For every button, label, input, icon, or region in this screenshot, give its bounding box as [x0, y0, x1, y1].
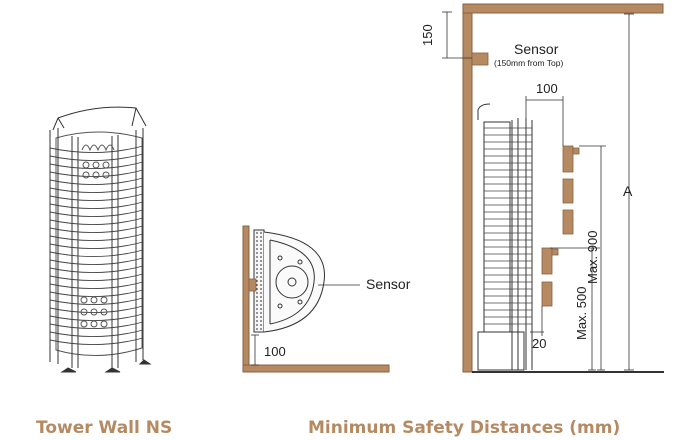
label-dim-a: A	[623, 183, 633, 199]
heater-elements-top	[81, 144, 115, 179]
label-dim-100-side: 100	[264, 344, 286, 359]
side-sensor	[471, 52, 489, 66]
heater-elements-bottom	[80, 296, 108, 328]
plan-wall-horizontal	[242, 364, 390, 373]
label-dim-max500: Max. 500	[574, 287, 589, 340]
caption-product: Tower Wall NS	[36, 418, 173, 438]
label-dim-20: 20	[532, 336, 546, 351]
plan-view	[242, 225, 390, 373]
wood-markers	[541, 145, 580, 307]
label-dim-100-top: 100	[536, 81, 558, 96]
label-sensor-plan: Sensor	[366, 276, 411, 292]
heater-ribs	[49, 145, 144, 345]
plan-sensor	[248, 278, 257, 292]
caption-distances: Minimum Safety Distances (mm)	[308, 418, 621, 438]
side-ceiling	[462, 3, 664, 14]
plan-wall-vertical	[242, 225, 250, 373]
label-dim-max900: Max. 900	[585, 231, 600, 284]
side-wall-vertical	[462, 5, 473, 373]
label-dim-150: 150	[420, 24, 435, 46]
label-sensor-top: Sensor	[514, 41, 559, 57]
heater-illustration	[49, 106, 152, 373]
label-sensor-top-note: (150mm from Top)	[494, 58, 563, 68]
side-view	[442, 3, 664, 373]
